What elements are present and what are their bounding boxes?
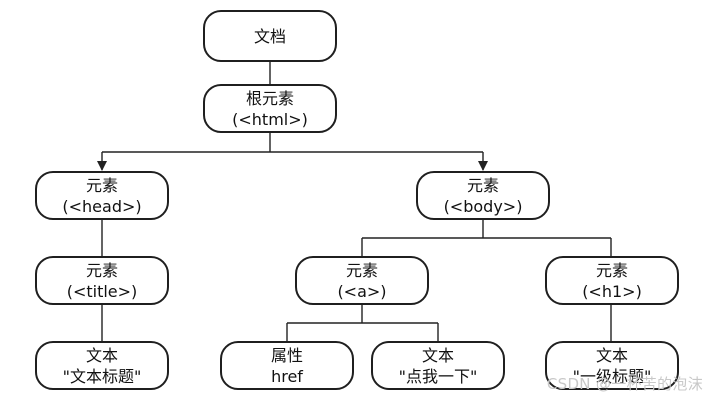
node-document: 文档 [203, 10, 337, 62]
node-anchor-text: 文本 "点我一下" [371, 341, 505, 390]
node-title-text-label: 文本 [85, 345, 118, 365]
node-html-label: 根元素 [245, 88, 294, 108]
node-anchor-text-label: 文本 [421, 345, 454, 365]
node-title-text: 文本 "文本标题" [35, 341, 169, 390]
node-title-text-value: "文本标题" [62, 366, 142, 386]
node-document-label: 文档 [253, 26, 286, 46]
node-body: 元素 (<body>) [416, 171, 550, 220]
node-html-root: 根元素 (<html>) [203, 84, 337, 133]
node-anchor-label: 元素 [345, 260, 378, 280]
node-anchor: 元素 (<a>) [295, 256, 429, 305]
node-h1-text: 文本 "一级标题" [545, 341, 679, 390]
node-href-label: 属性 [270, 345, 303, 365]
node-h1-label: 元素 [595, 260, 628, 280]
node-h1-text-value: "一级标题" [572, 366, 652, 386]
node-title-tag: (<title>) [66, 281, 138, 301]
node-head-tag: (<head>) [62, 196, 142, 216]
node-head: 元素 (<head>) [35, 171, 169, 220]
node-head-label: 元素 [85, 175, 118, 195]
node-body-label: 元素 [466, 175, 499, 195]
node-title-label: 元素 [85, 260, 118, 280]
node-body-tag: (<body>) [443, 196, 523, 216]
node-href-attribute: 属性 href [220, 341, 354, 390]
node-html-tag: (<html>) [232, 109, 308, 129]
node-h1-tag: (<h1>) [582, 281, 642, 301]
watermark-text: CSDN @一杯苦的泡沫 [546, 375, 703, 393]
node-anchor-tag: (<a>) [337, 281, 387, 301]
node-h1-text-label: 文本 [595, 345, 628, 365]
node-href-value: href [271, 366, 303, 386]
node-anchor-text-value: "点我一下" [398, 366, 478, 386]
node-title: 元素 (<title>) [35, 256, 169, 305]
node-h1: 元素 (<h1>) [545, 256, 679, 305]
